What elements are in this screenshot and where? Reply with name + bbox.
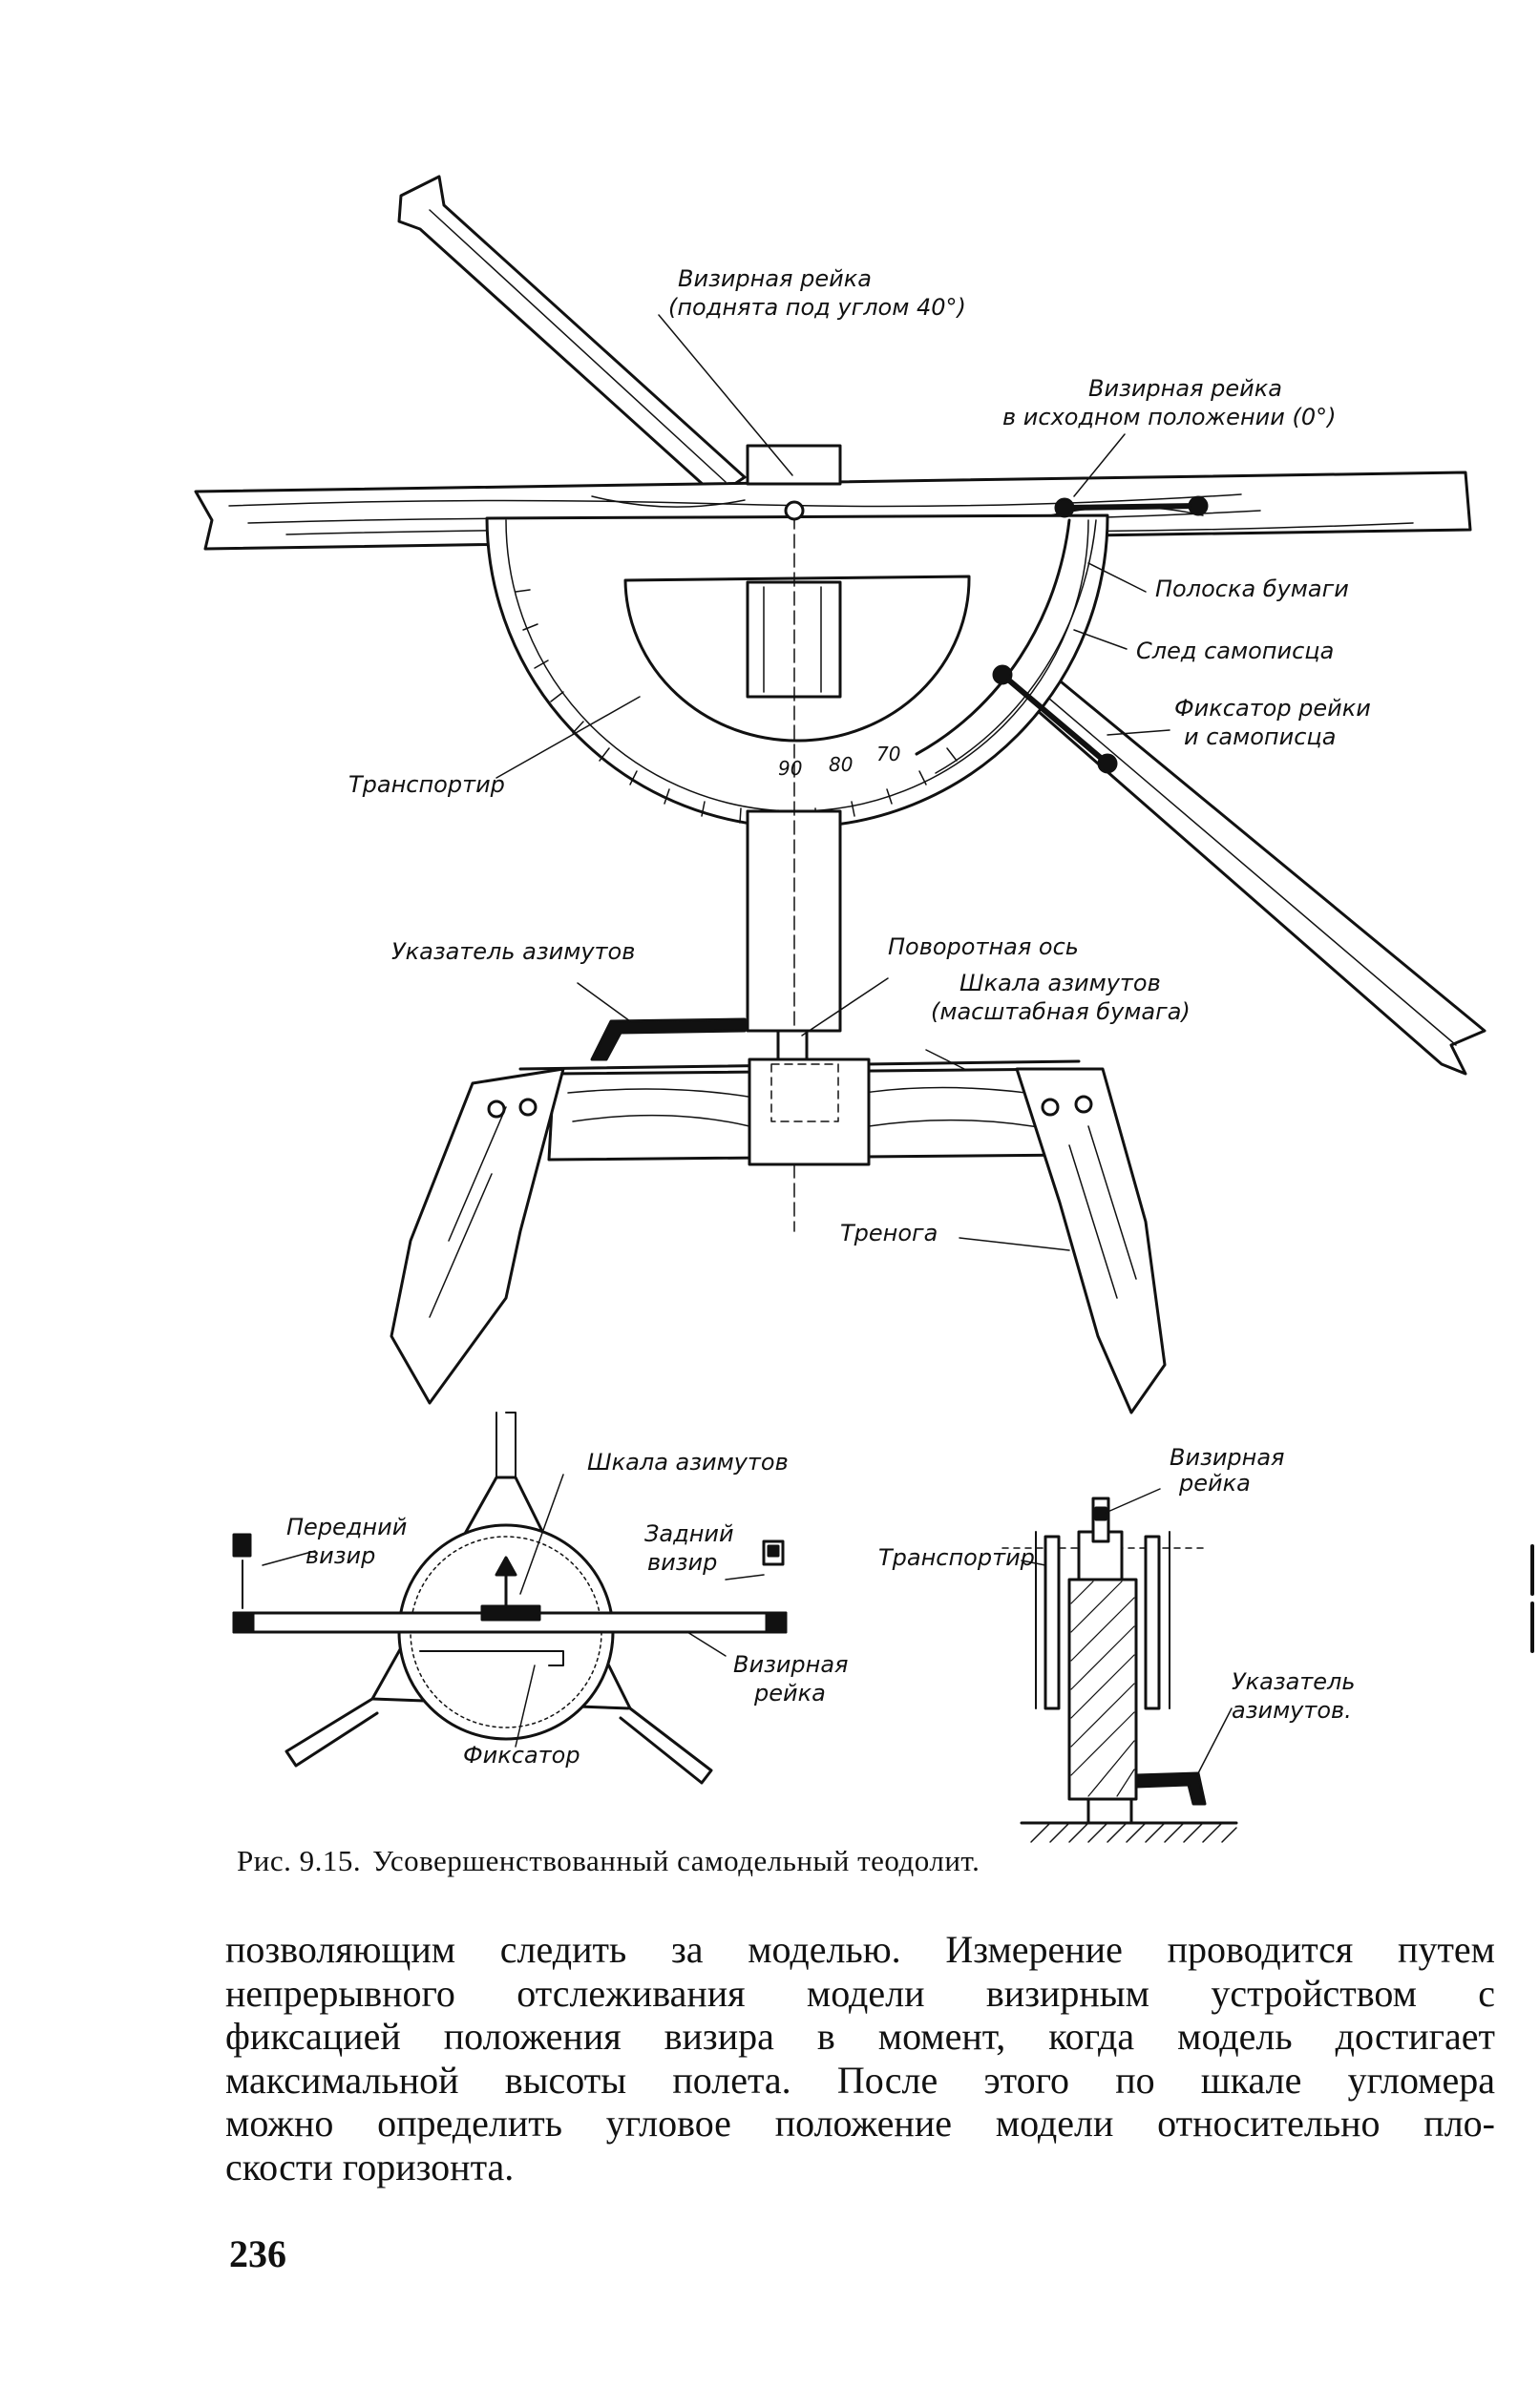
label-pivot-axis: Поворотная ось	[888, 933, 1079, 960]
label-azimuth-scale-2: (масштабная бумага)	[931, 998, 1191, 1025]
caption-text: Усовершенствованный самодельный теодолит…	[372, 1844, 980, 1877]
rail-clamp	[992, 664, 1118, 774]
label-clamp-1: Фиксатор рейки	[1174, 695, 1371, 722]
label-front-sight-1: Передний	[286, 1514, 407, 1540]
plan-view	[232, 1412, 788, 1785]
body-line: непрерывного отслеживания модели визирны…	[225, 1971, 1495, 2015]
label-azimuth-scale-1: Шкала азимутов	[959, 970, 1161, 996]
scale-label-80: 80	[829, 753, 853, 776]
label-recorder-trace: След самописца	[1136, 638, 1334, 664]
figure-number: Рис. 9.15.	[237, 1844, 362, 1877]
theodolite-figure: Визирная рейка (поднята под углом 40°) В…	[194, 175, 1534, 1843]
tripod-head	[518, 1057, 1081, 1166]
vertical-post	[746, 500, 842, 1232]
label-section-protractor: Транспортир	[878, 1544, 1035, 1571]
body-line: позволяющим следить за моделью. Измерени…	[225, 1928, 1495, 1971]
body-line: скости горизонта.	[225, 2145, 515, 2188]
label-protractor: Транспортир	[348, 771, 505, 798]
body-line: максимальной высоты полета. После этого …	[225, 2058, 1495, 2102]
tripod-legs	[390, 1067, 1167, 1414]
label-plan-azimuth-scale: Шкала азимутов	[587, 1449, 789, 1476]
label-front-sight-2: визир	[306, 1542, 375, 1569]
body-line: можно определить угловое положение модел…	[225, 2102, 1495, 2145]
label-rear-sight-1: Задний	[644, 1520, 734, 1547]
body-line: фиксацией положения визира в момент, ког…	[225, 2015, 1495, 2058]
label-section-pointer-2: азимутов.	[1232, 1697, 1352, 1724]
label-section-pointer-1: Указатель	[1232, 1668, 1356, 1695]
label-tripod: Тренога	[840, 1220, 938, 1246]
main-leader-lines	[495, 314, 1170, 1251]
label-azimuth-pointer: Указатель азимутов	[391, 938, 635, 965]
figure-caption: Рис. 9.15. Усовершенствованный самодельны…	[237, 1844, 980, 1878]
label-clamp-2: и самописца	[1184, 723, 1336, 750]
label-rail-initial-1: Визирная рейка	[1088, 375, 1282, 402]
scale-label-70: 70	[876, 743, 900, 765]
initial-rail-clamp	[1054, 495, 1209, 518]
label-rail-raised: Визирная рейка	[678, 265, 872, 292]
azimuth-pointer	[590, 1017, 747, 1061]
label-plan-sight-rail-1: Визирная	[733, 1651, 849, 1678]
label-rear-sight-2: визир	[647, 1549, 717, 1576]
scale-label-90: 90	[778, 757, 802, 780]
raised-sight-rail	[397, 175, 747, 498]
label-rail-initial-2: в исходном положении (0°)	[1002, 404, 1336, 430]
label-section-rail-1: Визирная	[1170, 1444, 1285, 1471]
pivot-cap	[746, 444, 842, 486]
label-plan-sight-rail-2: рейка	[753, 1680, 826, 1707]
body-paragraph: позволяющим следить за моделью. Измерени…	[225, 1928, 1495, 2188]
label-section-rail-2: рейка	[1178, 1470, 1251, 1497]
label-rail-raised-note: (поднята под углом 40°)	[668, 294, 966, 321]
label-paper-strip: Полоска бумаги	[1155, 576, 1349, 602]
section-view	[1001, 1488, 1534, 1843]
label-plan-clamp: Фиксатор	[463, 1742, 580, 1769]
page-number: 236	[229, 2232, 286, 2275]
